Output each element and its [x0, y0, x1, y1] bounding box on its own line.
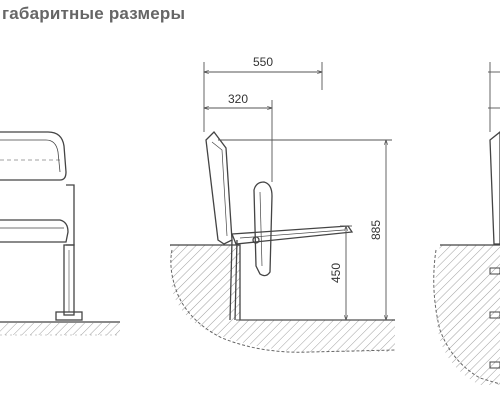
- side-dimension-lines: [204, 62, 392, 320]
- dim-depth-total: 550: [253, 55, 273, 69]
- front-backrest: [0, 131, 67, 181]
- side-chair: [205, 131, 354, 321]
- front-leg: [63, 244, 75, 316]
- dim-height-total: 885: [369, 220, 383, 240]
- dim-height-seat: 450: [329, 263, 343, 283]
- front-floor-hatch: [0, 323, 120, 335]
- side-seat-open: [231, 225, 354, 245]
- side-ground: [170, 244, 396, 353]
- side-seat-folded: [253, 181, 273, 277]
- dim-depth-seat: 320: [228, 92, 248, 106]
- front-view: [0, 131, 120, 323]
- page-heading: габаритные размеры: [2, 4, 186, 23]
- right-view: [433, 62, 500, 385]
- front-seat: [0, 219, 69, 243]
- side-backrest: [205, 131, 233, 245]
